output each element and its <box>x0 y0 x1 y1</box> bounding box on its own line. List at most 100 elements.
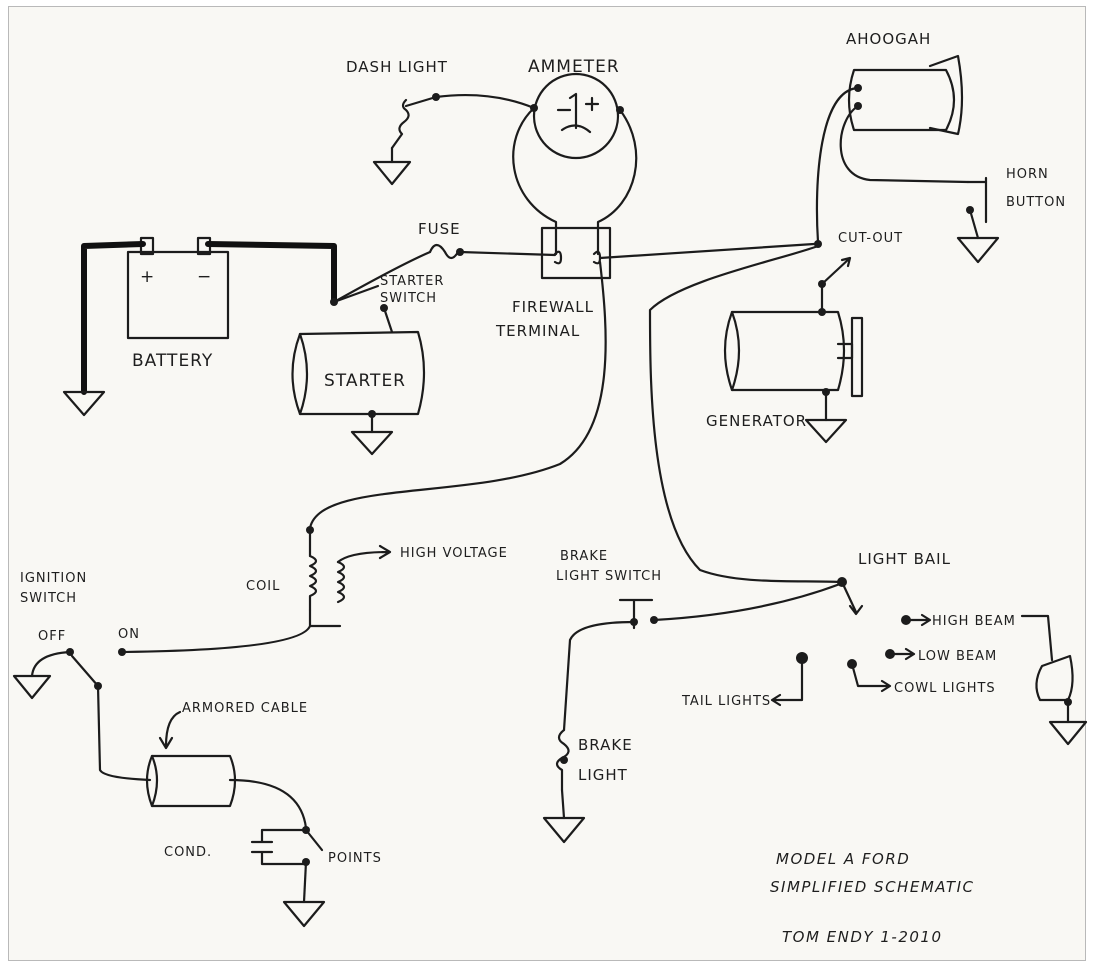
starter-switch-label-2: SWITCH <box>380 291 437 306</box>
schematic-sheet <box>8 6 1086 961</box>
ammeter-gauge-icon <box>532 72 620 160</box>
generator-ground-icon <box>804 418 848 444</box>
firewall-terminal-label-1: FIREWALL <box>512 298 594 316</box>
cutout-switch-blade <box>820 256 852 286</box>
coil-primary-winding-icon <box>308 554 318 612</box>
armored-cable-label: ARMORED CABLE <box>182 701 308 716</box>
brake-switch-to-light-bail-wire <box>652 582 842 622</box>
high-voltage-arrow <box>336 544 392 564</box>
caption-line-2: SIMPLIFIED SCHEMATIC <box>770 878 975 896</box>
points-ground-icon <box>282 900 326 928</box>
high-voltage-label: HIGH VOLTAGE <box>400 546 508 561</box>
starter-end-cap <box>298 332 309 416</box>
cutout-to-light-bail-wire <box>648 244 842 584</box>
dash-light-to-ammeter-wire <box>434 93 536 110</box>
fuse-label: FUSE <box>418 220 461 238</box>
coil-label: COIL <box>246 579 280 594</box>
battery-starter-cable <box>205 241 337 305</box>
horn-body <box>847 68 956 132</box>
caption-line-1: MODEL A FORD <box>776 850 910 868</box>
generator-output-post <box>818 308 826 316</box>
dash-light-label: DASH LIGHT <box>346 58 448 76</box>
starter: STARTER <box>291 330 426 416</box>
horn-to-button-wire <box>839 104 970 184</box>
brake-light-switch-label-2: LIGHT SWITCH <box>556 569 662 584</box>
ignition-switch-label-1: IGNITION <box>20 571 87 586</box>
fuse-icon <box>428 243 460 260</box>
firewall-to-coil-wire <box>308 260 607 530</box>
generator: GENERATOR <box>706 310 864 430</box>
battery: + − BATTERY <box>126 236 230 371</box>
ammeter-left-loop-wire <box>512 106 558 256</box>
brake-light-contact <box>560 756 568 764</box>
caption-author: TOM ENDY 1-2010 <box>782 928 943 946</box>
starter-body <box>291 330 426 416</box>
brake-light-ground-wire <box>560 788 566 820</box>
horn-to-cutout-wire <box>815 86 860 244</box>
points-label: POINTS <box>328 851 382 866</box>
coil-secondary-winding-icon <box>336 560 346 604</box>
coil-to-ignition-wire <box>120 608 342 654</box>
starter-switch-to-starter-wire <box>382 306 394 334</box>
high-beam-arrow <box>904 613 932 627</box>
light-bail-label: LIGHT BAIL <box>858 550 951 568</box>
ammeter-scale-arc <box>560 124 592 134</box>
ignition-off-label: OFF <box>38 629 66 644</box>
light-bail-switch-arrow <box>840 580 864 616</box>
cowl-lights-arrow <box>850 662 892 693</box>
battery-plus-sign: + <box>140 267 155 287</box>
condenser-icon <box>250 828 308 866</box>
starter-label: STARTER <box>324 371 406 391</box>
dash-light-ground-icon <box>372 160 412 186</box>
firewall-terminal-left-screw <box>553 250 563 265</box>
horn-button-ground-wire <box>968 208 980 240</box>
low-beam-label: LOW BEAM <box>918 649 997 664</box>
headlight-ground-icon <box>1048 720 1088 746</box>
starter-ground-icon <box>350 430 394 456</box>
starter-to-fuse-wire <box>332 250 432 304</box>
starter-switch-label-1: STARTER <box>380 274 444 289</box>
battery-ground-cable <box>81 241 146 395</box>
armored-cable-end-cap <box>150 754 159 808</box>
ammeter-label: AMMETER <box>528 57 620 77</box>
brake-light-label-2: LIGHT <box>578 766 628 784</box>
ignition-to-armored-cable-wire <box>96 684 152 782</box>
fuse-to-firewall-wire <box>458 250 557 257</box>
firewall-to-cutout-wire <box>598 242 816 260</box>
brake-light-label-1: BRAKE <box>578 736 633 754</box>
low-beam-arrow <box>888 647 916 661</box>
ignition-off-ground-wire <box>30 650 72 678</box>
ammeter: AMMETER <box>528 57 620 160</box>
ignition-ground-icon <box>12 674 52 700</box>
high-beam-wire <box>1020 614 1054 662</box>
brake-light-bulb-icon <box>555 728 570 792</box>
armored-cable-body <box>145 754 237 808</box>
generator-pulley-icon <box>850 316 864 398</box>
brake-light-switch-label-1: BRAKE <box>560 549 608 564</box>
headlight-icon <box>1035 654 1074 702</box>
firewall-terminal: FIREWALL TERMINAL <box>495 226 612 340</box>
ammeter-right-loop-wire <box>596 108 638 256</box>
high-beam-label: HIGH BEAM <box>932 614 1016 629</box>
generator-label: GENERATOR <box>706 412 807 430</box>
horn-bell-icon <box>928 54 964 136</box>
cowl-lights-label: COWL LIGHTS <box>894 681 996 696</box>
brake-switch-to-brake-light-wire <box>562 620 636 732</box>
battery-minus-sign: − <box>197 267 212 287</box>
horn: AHOOGAH <box>846 30 964 136</box>
tail-lights-label: TAIL LIGHTS <box>681 694 771 709</box>
generator-end-cap <box>730 310 741 392</box>
battery-body <box>126 250 230 340</box>
tail-lights-arrow <box>770 662 804 707</box>
cutout-label: CUT-OUT <box>838 231 903 246</box>
horn-button-label-1: HORN <box>1006 167 1049 182</box>
ammeter-needle-icon <box>568 92 578 130</box>
firewall-terminal-label-2: TERMINAL <box>495 322 580 340</box>
battery-ground-icon <box>62 390 106 417</box>
ignition-switch-label-2: SWITCH <box>20 591 77 606</box>
ammeter-plus-mark <box>584 96 600 112</box>
generator-body <box>723 310 846 392</box>
condenser-label: COND. <box>164 845 212 860</box>
ignition-on-contact <box>118 648 126 656</box>
